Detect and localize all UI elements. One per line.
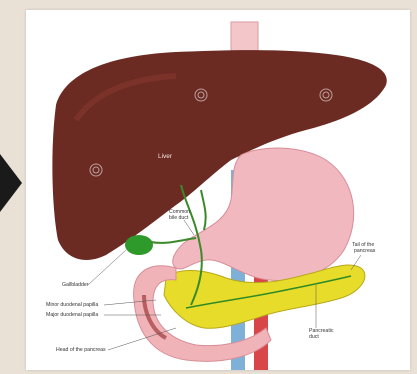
anatomy-panel: Liver Common bile duct Tail of the pancr… xyxy=(26,10,410,370)
anatomy-diagram: Liver Common bile duct Tail of the pancr… xyxy=(26,10,410,370)
label-major-duodenal-papilla: Major duodenal papilla xyxy=(46,312,98,318)
label-liver: Liver xyxy=(158,153,173,160)
label-pancreatic-duct-2: duct xyxy=(309,334,319,340)
label-head-of-pancreas: Head of the pancreas xyxy=(56,347,106,353)
label-tail-pancreas-2: pancreas xyxy=(354,248,376,254)
label-minor-duodenal-papilla: Minor duodenal papilla xyxy=(46,302,98,308)
label-gallbladder: Gallbladder xyxy=(62,282,89,288)
label-common-bile-duct-2: bile duct xyxy=(169,215,189,221)
arrow-right-icon xyxy=(0,148,24,218)
gallbladder xyxy=(125,235,153,255)
